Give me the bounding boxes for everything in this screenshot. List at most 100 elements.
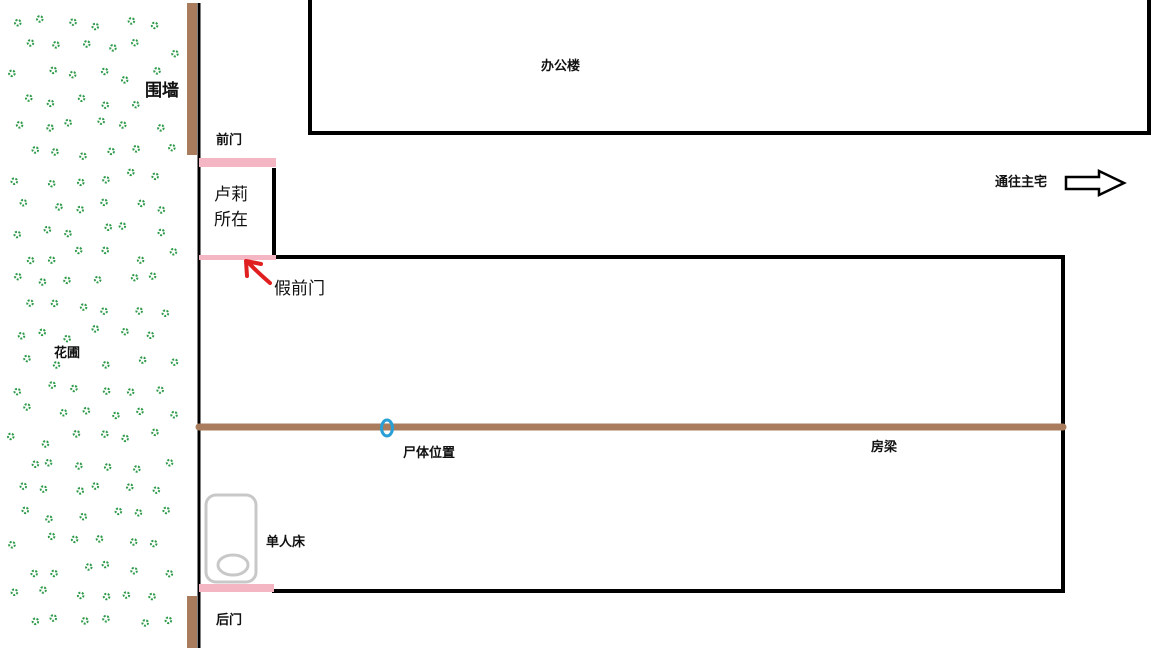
bed-pillow — [216, 553, 250, 577]
garden-dot — [13, 18, 22, 27]
garden-dot — [23, 403, 31, 411]
label-wall: 围墙 — [145, 81, 179, 101]
garden-dot — [81, 617, 89, 625]
garden-dot — [68, 70, 77, 79]
garden-dot — [36, 15, 44, 23]
garden-dot — [141, 619, 149, 627]
garden-dot — [13, 230, 22, 239]
garden-dot — [161, 309, 170, 318]
garden-dot — [55, 203, 63, 211]
garden-dot — [91, 325, 100, 333]
boundary-wall-upper — [187, 3, 197, 155]
garden-dot — [49, 614, 58, 622]
garden-dot — [82, 406, 91, 415]
label-beam: 房梁 — [871, 440, 898, 455]
garden-dot — [19, 198, 28, 207]
garden-dot — [102, 387, 111, 395]
garden-dot — [39, 485, 48, 493]
office-building — [308, 0, 1151, 135]
garden-dot — [164, 616, 173, 625]
garden-dot — [157, 228, 166, 237]
garden-dot — [21, 506, 30, 515]
garden-dot — [100, 198, 108, 207]
garden-dot — [51, 148, 59, 156]
garden-dot — [31, 460, 40, 469]
garden-dot — [47, 256, 56, 264]
garden-area — [7, 15, 179, 627]
garden-dot — [157, 206, 166, 214]
garden-dot — [10, 588, 19, 597]
garden-dot — [130, 273, 139, 282]
garden-dot — [100, 307, 108, 315]
garden-dot — [75, 462, 83, 470]
garden-dot — [102, 614, 110, 623]
label-luli-line1: 卢莉 — [214, 185, 248, 205]
garden-dot — [52, 361, 61, 369]
garden-dot — [77, 94, 86, 102]
garden-dot — [49, 66, 58, 75]
garden-dot — [47, 532, 56, 541]
garden-dot — [59, 408, 68, 417]
garden-dot — [132, 145, 140, 153]
garden-dot — [148, 592, 156, 601]
garden-dot — [38, 278, 47, 286]
garden-dot — [151, 172, 159, 181]
garden-dot — [10, 177, 19, 185]
body-location-marker — [380, 418, 394, 438]
garden-dot — [170, 410, 178, 419]
garden-dot — [107, 147, 115, 156]
back-door — [199, 584, 274, 592]
garden-dot — [156, 386, 164, 394]
garden-dot — [122, 591, 131, 599]
label-luli-location: 卢莉 所在 — [214, 183, 248, 233]
garden-dot — [170, 358, 179, 366]
garden-dot — [97, 117, 105, 125]
garden-dot — [19, 482, 28, 490]
garden-dot — [38, 328, 47, 337]
garden-dot — [8, 69, 16, 78]
garden-dot — [23, 354, 31, 363]
right-arrow-icon — [1064, 169, 1127, 197]
label-single-bed: 单人床 — [266, 535, 306, 550]
garden-dot — [47, 179, 56, 188]
label-fake-front-door: 假前门 — [274, 279, 325, 299]
garden-dot — [157, 124, 165, 132]
garden-dot — [26, 256, 35, 265]
garden-dot — [26, 39, 35, 47]
garden-dot — [50, 299, 59, 308]
garden-dot — [112, 411, 120, 420]
garden-dot — [79, 303, 88, 311]
garden-dot — [104, 223, 113, 231]
garden-dot — [136, 256, 145, 264]
garden-dot — [93, 275, 102, 284]
garden-dot — [101, 246, 110, 255]
garden-dot — [63, 276, 71, 285]
garden-dot — [150, 21, 159, 30]
garden-dot — [100, 67, 109, 76]
garden-dot — [121, 327, 129, 336]
garden-dot — [76, 205, 85, 214]
garden-dot — [64, 118, 72, 127]
label-luli-line2: 所在 — [214, 210, 248, 230]
boundary-wall-lower — [187, 596, 197, 648]
garden-dot — [101, 430, 109, 438]
garden-dot — [102, 361, 110, 369]
garden-dot — [72, 430, 81, 438]
garden-dot — [131, 38, 139, 47]
garden-dot — [52, 41, 60, 49]
garden-dot — [102, 592, 111, 601]
label-garden: 花圃 — [54, 346, 81, 361]
label-to-main-house: 通往主宅 — [995, 175, 1048, 190]
garden-dot — [165, 569, 174, 578]
garden-dot — [126, 483, 134, 491]
garden-dot — [13, 387, 22, 396]
garden-dot — [119, 121, 127, 129]
garden-dot — [91, 482, 100, 490]
garden-dot — [153, 67, 161, 75]
garden-dot — [103, 463, 112, 471]
garden-dot — [14, 272, 22, 281]
garden-dot — [43, 225, 52, 234]
garden-dot — [137, 199, 146, 208]
garden-dot — [74, 246, 83, 255]
garden-dot — [109, 44, 117, 52]
